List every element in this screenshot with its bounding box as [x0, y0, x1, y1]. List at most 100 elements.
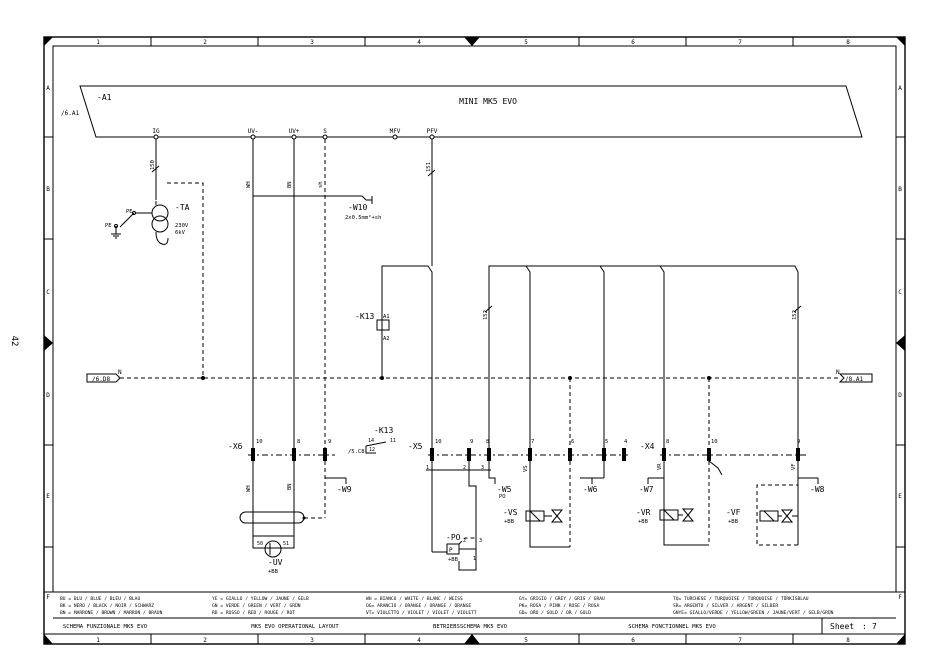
vf-location: +BB — [728, 519, 739, 525]
row-label-a: A — [46, 85, 50, 92]
wire-number: 150 — [150, 160, 156, 170]
x5-pin: 4 — [624, 439, 628, 445]
wire-color-wh: WH — [246, 181, 252, 188]
col-label-2: 2 — [203, 39, 207, 46]
k13b-pin-14: 14 — [368, 438, 374, 444]
k13-pin-a2: A2 — [383, 336, 390, 342]
transformer-ta: 150 PE PE -TA 230V 6kV — [105, 139, 204, 378]
relay-k13: 151 -K13 A1 A2 — [355, 139, 436, 450]
x6-tag: -X6 — [228, 442, 243, 451]
wire-number: 152 — [792, 310, 798, 320]
terminal-label-ig: IG — [152, 128, 160, 135]
row-label-e: E — [46, 493, 50, 500]
wire-color-vs: VS — [523, 465, 529, 472]
col-label-7-bottom: 7 — [738, 637, 742, 644]
col-label-7: 7 — [738, 39, 742, 46]
a1-tag: -A1 — [97, 93, 112, 102]
centre-mark-right — [896, 335, 905, 351]
w5-sub: PO — [499, 494, 506, 500]
n-left-ref: /6.D8 — [92, 376, 110, 383]
po-pin-1: 1 — [473, 556, 476, 562]
col-label-4: 4 — [417, 39, 421, 46]
uv-location: +BB — [268, 569, 279, 575]
ta-voltage-1: 230V — [175, 223, 189, 229]
k13b-pin-11: 11 — [390, 438, 396, 444]
n-left-label: N — [118, 369, 122, 376]
row-label-b-right: B — [898, 186, 902, 193]
x6-pin: 10 — [256, 439, 263, 445]
legend-entry: WH = BIANCO / WHITE / BLANC / WEISS — [366, 596, 463, 602]
x5-pin: 9 — [470, 439, 473, 445]
col-label-8: 8 — [846, 39, 850, 46]
po-location: +BB — [448, 557, 459, 563]
title-english: MK5 EVO OPERATIONAL LAYOUT — [251, 624, 339, 630]
x4-pin: 10 — [711, 439, 718, 445]
uv-sensor: WH BN 50 51 -UV +BB — [239, 461, 325, 575]
col-label-1-bottom: 1 — [96, 637, 100, 644]
wire-color-vr: VR — [657, 463, 663, 470]
k13b-ref: /5.C8 — [348, 449, 365, 455]
row-label-b: B — [46, 186, 50, 193]
x5-pin: 10 — [435, 439, 442, 445]
po-tag: -PO — [446, 533, 461, 542]
x6-pin: 8 — [297, 439, 300, 445]
col-label-6-bottom: 6 — [631, 637, 635, 644]
legend-entry: GNYE= GIALLO/VERDE / YELLOW/GREEN / JAUN… — [673, 609, 834, 616]
wire-color-vf: VF — [791, 463, 797, 470]
x5-sub-pin: 2 — [463, 465, 466, 471]
wire-color-wh-lower: WH — [246, 485, 252, 492]
title-french: SCHEMA FONCTIONNEL MK5 EVO — [628, 624, 716, 630]
wire-color-bn: BN — [287, 181, 293, 188]
x5-sub-pin: 1 — [426, 465, 429, 471]
col-label-3-bottom: 3 — [310, 637, 314, 644]
w7-tag: -W7 — [639, 485, 654, 494]
connector-x6: -X6 10 8 9 — [228, 439, 335, 461]
relay-k13-contact: -K13 /5.C8 14 11 12 — [348, 426, 396, 455]
w10-tag: -W10 — [348, 203, 367, 212]
row-label-c-right: C — [898, 289, 902, 296]
solenoid-valve-vf: -W8 VF -VF +BB — [726, 461, 825, 546]
outer-frame — [43, 36, 906, 645]
solenoid-valve-vr: -W7 VR -VR +BB — [636, 460, 723, 546]
w10-spec: 2x0.5mm²+sh — [345, 214, 381, 221]
row-label-e-right: E — [898, 493, 902, 500]
k13-pin-a1: A1 — [383, 314, 390, 320]
w8-tag: -W8 — [810, 485, 825, 494]
x5-pin: 6 — [571, 439, 574, 445]
svg-text::: : — [862, 622, 867, 631]
uv-tag: -UV — [268, 558, 283, 567]
po-pin-3: 3 — [479, 538, 482, 544]
row-label-f-right: F — [898, 594, 902, 601]
control-unit-a1: -A1 /6.A1 MINI MK5 EVO IG UV- UV+ S MFV … — [61, 85, 863, 140]
connector-x4: -X4 8 10 9 — [640, 439, 808, 461]
k13b-pin-12: 12 — [369, 447, 375, 453]
terminal-label-uv-minus: UV- — [248, 128, 259, 135]
legend-entry: TQ= TURCHESE / TURQUOISE / TURQUOISE / T… — [673, 595, 809, 602]
wire-shield: sh — [318, 181, 324, 188]
col-label-8-bottom: 8 — [846, 637, 850, 644]
col-label-5-bottom: 5 — [524, 637, 528, 644]
w5-tag: -W5 — [497, 485, 512, 494]
col-label-1: 1 — [96, 39, 100, 46]
po-symbol: P — [449, 547, 453, 554]
x4-pin: 9 — [797, 439, 800, 445]
legend-entry: PK= ROSA / PINK / ROSE / ROSA — [519, 603, 599, 609]
po-pin-2: 2 — [463, 538, 466, 544]
n-right-ref: /8.A1 — [845, 376, 863, 383]
vr-location: +BB — [638, 519, 649, 525]
row-label-d: D — [46, 392, 50, 399]
col-label-6: 6 — [631, 39, 635, 46]
ta-tag: -TA — [175, 203, 190, 212]
title-italian: SCHEMA FUNZIONALE MK5 EVO — [63, 624, 148, 630]
col-label-4-bottom: 4 — [417, 637, 421, 644]
legend-entry: VT= VIOLETTO / VIOLET / VIOLET / VIOLETT — [366, 610, 477, 616]
valve-supply-bus: 152 152 — [483, 265, 802, 450]
row-label-a-right: A — [898, 85, 902, 92]
wire-number: 152 — [483, 310, 489, 320]
centre-mark-bottom — [464, 634, 480, 644]
inner-frame — [52, 45, 897, 593]
legend-entry: BN = MARRONE / BROWN / MARRON / BRAUN — [60, 610, 163, 616]
legend-entry: SR= ARGENTO / SILVER / ARGENT / SILBER — [673, 603, 778, 609]
vs-tag: -VS — [503, 508, 518, 517]
